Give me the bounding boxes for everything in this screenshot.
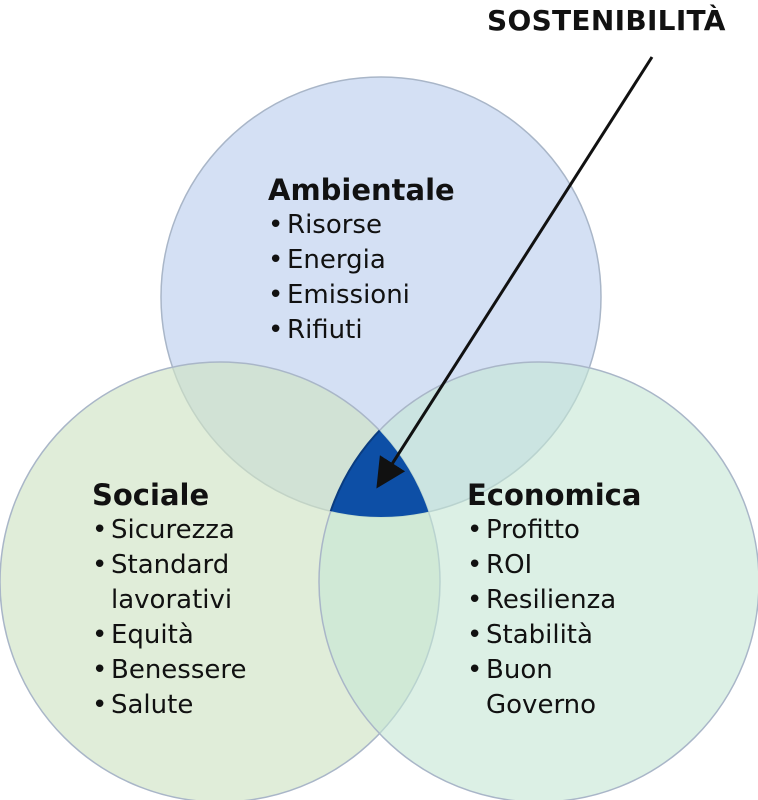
list-item: Standard xyxy=(92,548,247,583)
set-ambientale-list: Risorse Energia Emissioni Rifiuti xyxy=(268,208,455,348)
list-item: Risorse xyxy=(268,208,455,243)
set-ambientale-title: Ambientale xyxy=(268,173,455,207)
set-economica-title: Economica xyxy=(467,478,642,512)
list-item: Sicurezza xyxy=(92,513,247,548)
set-economica: Economica Profitto ROI Resilienza Stabil… xyxy=(467,477,641,723)
set-ambientale: Ambientale Risorse Energia Emissioni Rif… xyxy=(268,172,455,348)
list-item: Benessere xyxy=(92,653,247,688)
set-sociale-title: Sociale xyxy=(92,478,210,512)
list-item: Emissioni xyxy=(268,278,455,313)
list-item: Profitto xyxy=(467,513,641,548)
sostenibilita-title: SOSTENIBILITÀ xyxy=(487,4,726,37)
set-economica-list: Profitto ROI Resilienza Stabilità Buon G… xyxy=(467,513,641,723)
set-sociale: Sociale Sicurezza Standard lavorativi Eq… xyxy=(92,477,247,723)
list-item: ROI xyxy=(467,548,641,583)
list-item: Stabilità xyxy=(467,618,641,653)
arrow xyxy=(376,56,654,489)
list-item: Equità xyxy=(92,618,247,653)
list-item: Salute xyxy=(92,688,247,723)
list-item: Energia xyxy=(268,243,455,278)
list-item-continuation: Governo xyxy=(486,690,597,720)
list-item: Buon xyxy=(467,653,641,688)
list-item: Resilienza xyxy=(467,583,641,618)
list-item: Rifiuti xyxy=(268,313,455,348)
set-sociale-list: Sicurezza Standard lavorativi Equità Ben… xyxy=(92,513,247,723)
list-item-continuation: lavorativi xyxy=(111,585,233,615)
